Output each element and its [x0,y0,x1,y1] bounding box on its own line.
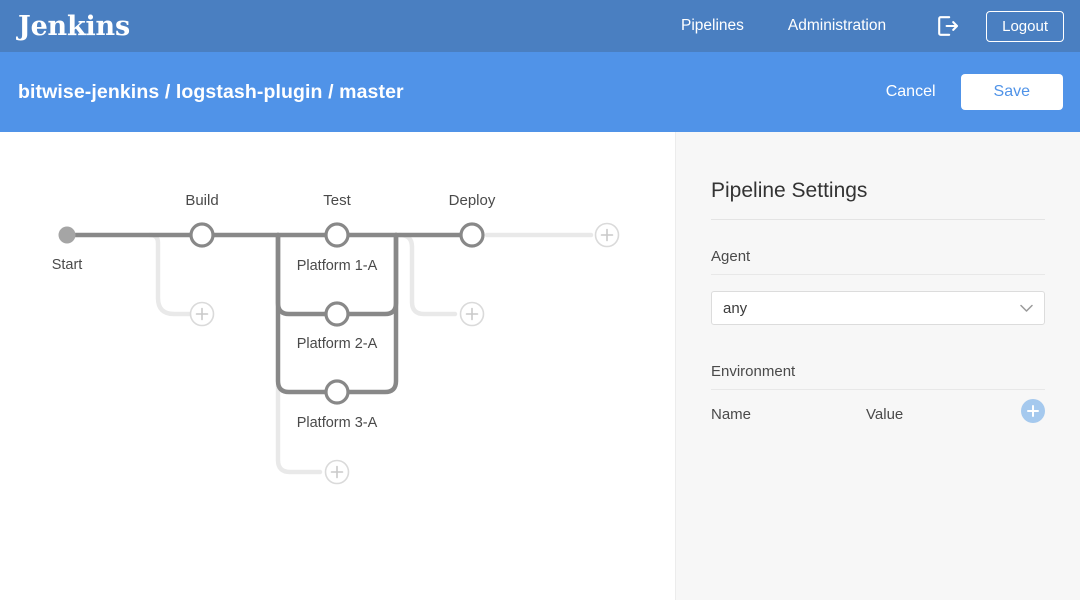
stage-node-deploy[interactable] [459,222,485,248]
stage-label-deploy: Deploy [448,192,496,209]
breadcrumb: bitwise-jenkins / logstash-plugin / mast… [18,81,404,104]
environment-section-label: Environment [711,325,1045,390]
jenkins-logo[interactable]: Jenkins [18,10,130,42]
environment-column-name: Name [711,406,752,423]
breadcrumb-actions: Cancel Save [872,74,1063,110]
pipeline-graph [58,222,620,485]
add-parallel-branch-test-button[interactable] [324,459,350,485]
start-node-label: Start [51,257,83,273]
agent-select[interactable]: any [711,291,1045,325]
stage-node-test-platform-3-a[interactable] [324,379,350,405]
nav-item-pipelines[interactable]: Pipelines [680,17,744,34]
breadcrumb-separator-2: / [328,80,334,103]
top-navigation-bar: Jenkins Pipelines Administration Logout [0,0,1080,52]
pipeline-settings-panel: Pipeline Settings Agent any Environment … [675,132,1080,600]
branch-label-platform-1-a: Platform 1-A [296,258,378,274]
pipeline-connectors [64,232,463,395]
logout-button[interactable]: Logout [986,10,1064,42]
stage-label-build: Build [185,192,219,209]
environment-columns: Name Value [711,390,1045,423]
plus-icon [1027,405,1039,417]
logout-arrow-icon[interactable] [936,14,960,38]
panel-title: Pipeline Settings [711,132,1045,220]
add-environment-variable-button[interactable] [1021,399,1045,423]
pipeline-canvas: Start Build Test Deploy Platform 1-A Pla… [0,132,675,600]
nav-item-administration[interactable]: Administration [787,17,887,34]
stage-node-build[interactable] [189,222,215,248]
stage-label-test: Test [323,192,351,209]
top-nav-right-group: Pipelines Administration Logout [659,10,1064,42]
environment-column-value: Value [866,406,904,423]
breadcrumb-branch[interactable]: master [339,80,404,103]
breadcrumb-bar: bitwise-jenkins / logstash-plugin / mast… [0,52,1080,132]
breadcrumb-org[interactable]: bitwise-jenkins [18,80,160,103]
cancel-button[interactable]: Cancel [872,75,950,109]
branch-label-platform-3-a: Platform 3-A [296,415,378,431]
stage-node-test-platform-1-a[interactable] [324,222,350,248]
branch-label-platform-2-a: Platform 2-A [296,336,378,352]
save-button[interactable]: Save [960,74,1063,110]
add-stage-end-button[interactable] [594,222,620,248]
breadcrumb-separator-1: / [164,80,171,103]
agent-select-wrap: any [711,291,1045,325]
add-branch-after-deploy-button[interactable] [459,301,485,327]
agent-field-label: Agent [711,220,1045,275]
breadcrumb-repo[interactable]: logstash-plugin [175,80,323,103]
stage-node-test-platform-2-a[interactable] [324,301,350,327]
add-stage-after-start-button[interactable] [189,301,215,327]
pipeline-start-node[interactable] [58,226,76,244]
